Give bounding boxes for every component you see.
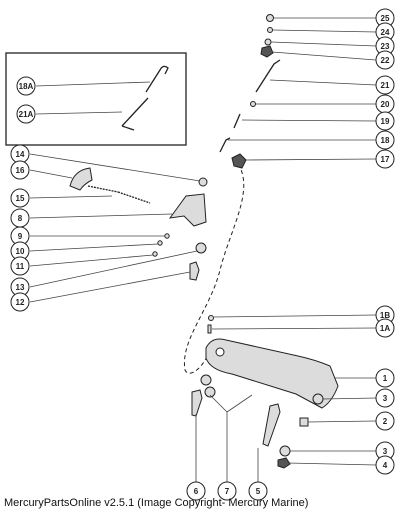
- svg-text:20: 20: [381, 100, 390, 109]
- part-15-spring: [87, 185, 151, 204]
- part-22-nut: [260, 45, 274, 58]
- callout-18: 18: [228, 130, 395, 150]
- callout-7: 7: [209, 394, 253, 501]
- part-1-lever-hole: [215, 347, 225, 357]
- part-12-bolt: [189, 261, 200, 281]
- callout-22: 22: [271, 50, 395, 70]
- svg-text:1B: 1B: [380, 311, 390, 320]
- svg-text:2: 2: [383, 417, 388, 426]
- svg-text:12: 12: [16, 298, 25, 307]
- inset-callout-18a: 18A: [16, 76, 151, 96]
- callout-1: 1: [334, 368, 395, 388]
- svg-text:3: 3: [383, 447, 388, 456]
- part-14-washer: [198, 177, 208, 187]
- callout-6: 6: [186, 414, 206, 501]
- part-3-washer-lower: [279, 445, 291, 457]
- svg-text:5: 5: [256, 487, 261, 496]
- callout-17: 17: [245, 149, 395, 169]
- callout-5: 5: [248, 448, 268, 501]
- callout-2: 2: [307, 411, 395, 431]
- inset-rod-18a: [145, 65, 169, 93]
- callout-9: 9: [10, 226, 165, 246]
- part-24-washer: [267, 27, 273, 33]
- svg-text:9: 9: [18, 232, 23, 241]
- svg-text:18: 18: [381, 136, 390, 145]
- svg-text:6: 6: [194, 487, 199, 496]
- callout-12: 12: [10, 271, 191, 312]
- part-17-clip: [231, 153, 247, 169]
- svg-text:19: 19: [381, 117, 390, 126]
- svg-text:18A: 18A: [19, 82, 34, 91]
- callout-10: 10: [10, 241, 159, 261]
- part-21-rod: [255, 59, 281, 93]
- part-1a-pin: [207, 324, 212, 334]
- svg-text:13: 13: [16, 283, 25, 292]
- part-13-washer: [195, 242, 207, 254]
- svg-text:10: 10: [16, 247, 25, 256]
- part-23-washer: [264, 38, 272, 46]
- callout-14: 14: [10, 144, 201, 182]
- part-1b-pin: [208, 315, 214, 321]
- callout-11: 11: [10, 254, 154, 276]
- callout-20: 20: [256, 94, 395, 114]
- svg-text:23: 23: [381, 42, 390, 51]
- callout-16: 16: [10, 160, 73, 180]
- svg-text:16: 16: [16, 166, 25, 175]
- svg-text:17: 17: [381, 155, 390, 164]
- callout-8: 8: [10, 208, 173, 228]
- svg-text:24: 24: [381, 28, 390, 37]
- part-20-pin: [250, 101, 256, 107]
- svg-text:22: 22: [381, 56, 390, 65]
- svg-text:7: 7: [225, 487, 230, 496]
- part-25-washer: [266, 14, 274, 22]
- svg-text:14: 14: [16, 150, 25, 159]
- svg-text:3: 3: [383, 394, 388, 403]
- part-7-washer-b: [204, 386, 216, 398]
- svg-text:8: 8: [18, 214, 23, 223]
- callout-1a: 1A: [211, 318, 395, 338]
- callout-13: 13: [10, 250, 198, 297]
- part-10-washer: [157, 240, 163, 246]
- callout-19: 19: [241, 111, 395, 131]
- svg-text:25: 25: [381, 14, 390, 23]
- part-3-washer-upper: [312, 393, 324, 405]
- svg-text:15: 15: [16, 194, 25, 203]
- part-7-washer-a: [200, 374, 212, 386]
- svg-text:21A: 21A: [19, 110, 34, 119]
- svg-text:4: 4: [383, 461, 388, 470]
- callout-3-lower: 3: [290, 441, 395, 461]
- part-4-nut: [277, 457, 291, 469]
- callout-21: 21: [269, 75, 395, 95]
- part-2-pin: [299, 417, 309, 427]
- copyright-caption: MercuryPartsOnline v2.5.1 (Image Copyrig…: [4, 497, 309, 509]
- callout-25: 25: [274, 8, 395, 28]
- callout-3-upper: 3: [322, 388, 395, 408]
- callout-1b: 1B: [213, 305, 395, 325]
- part-8-bracket: [168, 193, 207, 227]
- callout-24: 24: [272, 22, 395, 42]
- callout-23: 23: [270, 36, 395, 56]
- part-1-lever-arm: [205, 338, 339, 409]
- inset-rod-21a: [121, 97, 149, 131]
- callout-4: 4: [287, 455, 395, 475]
- svg-text:11: 11: [16, 262, 25, 271]
- inset-callout-21a: 21A: [16, 104, 123, 124]
- part-9-washer: [164, 233, 170, 239]
- svg-text:1: 1: [383, 374, 388, 383]
- part-19-link: [233, 113, 241, 129]
- svg-text:21: 21: [381, 81, 390, 90]
- part-6-bolt: [191, 389, 203, 417]
- svg-text:1A: 1A: [380, 324, 390, 333]
- part-11-washer: [152, 251, 158, 257]
- dashed-cable: [183, 163, 245, 374]
- part-16-clamp: [69, 167, 93, 191]
- inset-box: [5, 52, 187, 146]
- callout-15: 15: [10, 188, 113, 208]
- part-18-rod: [219, 137, 231, 153]
- part-5-bolt: [262, 403, 281, 447]
